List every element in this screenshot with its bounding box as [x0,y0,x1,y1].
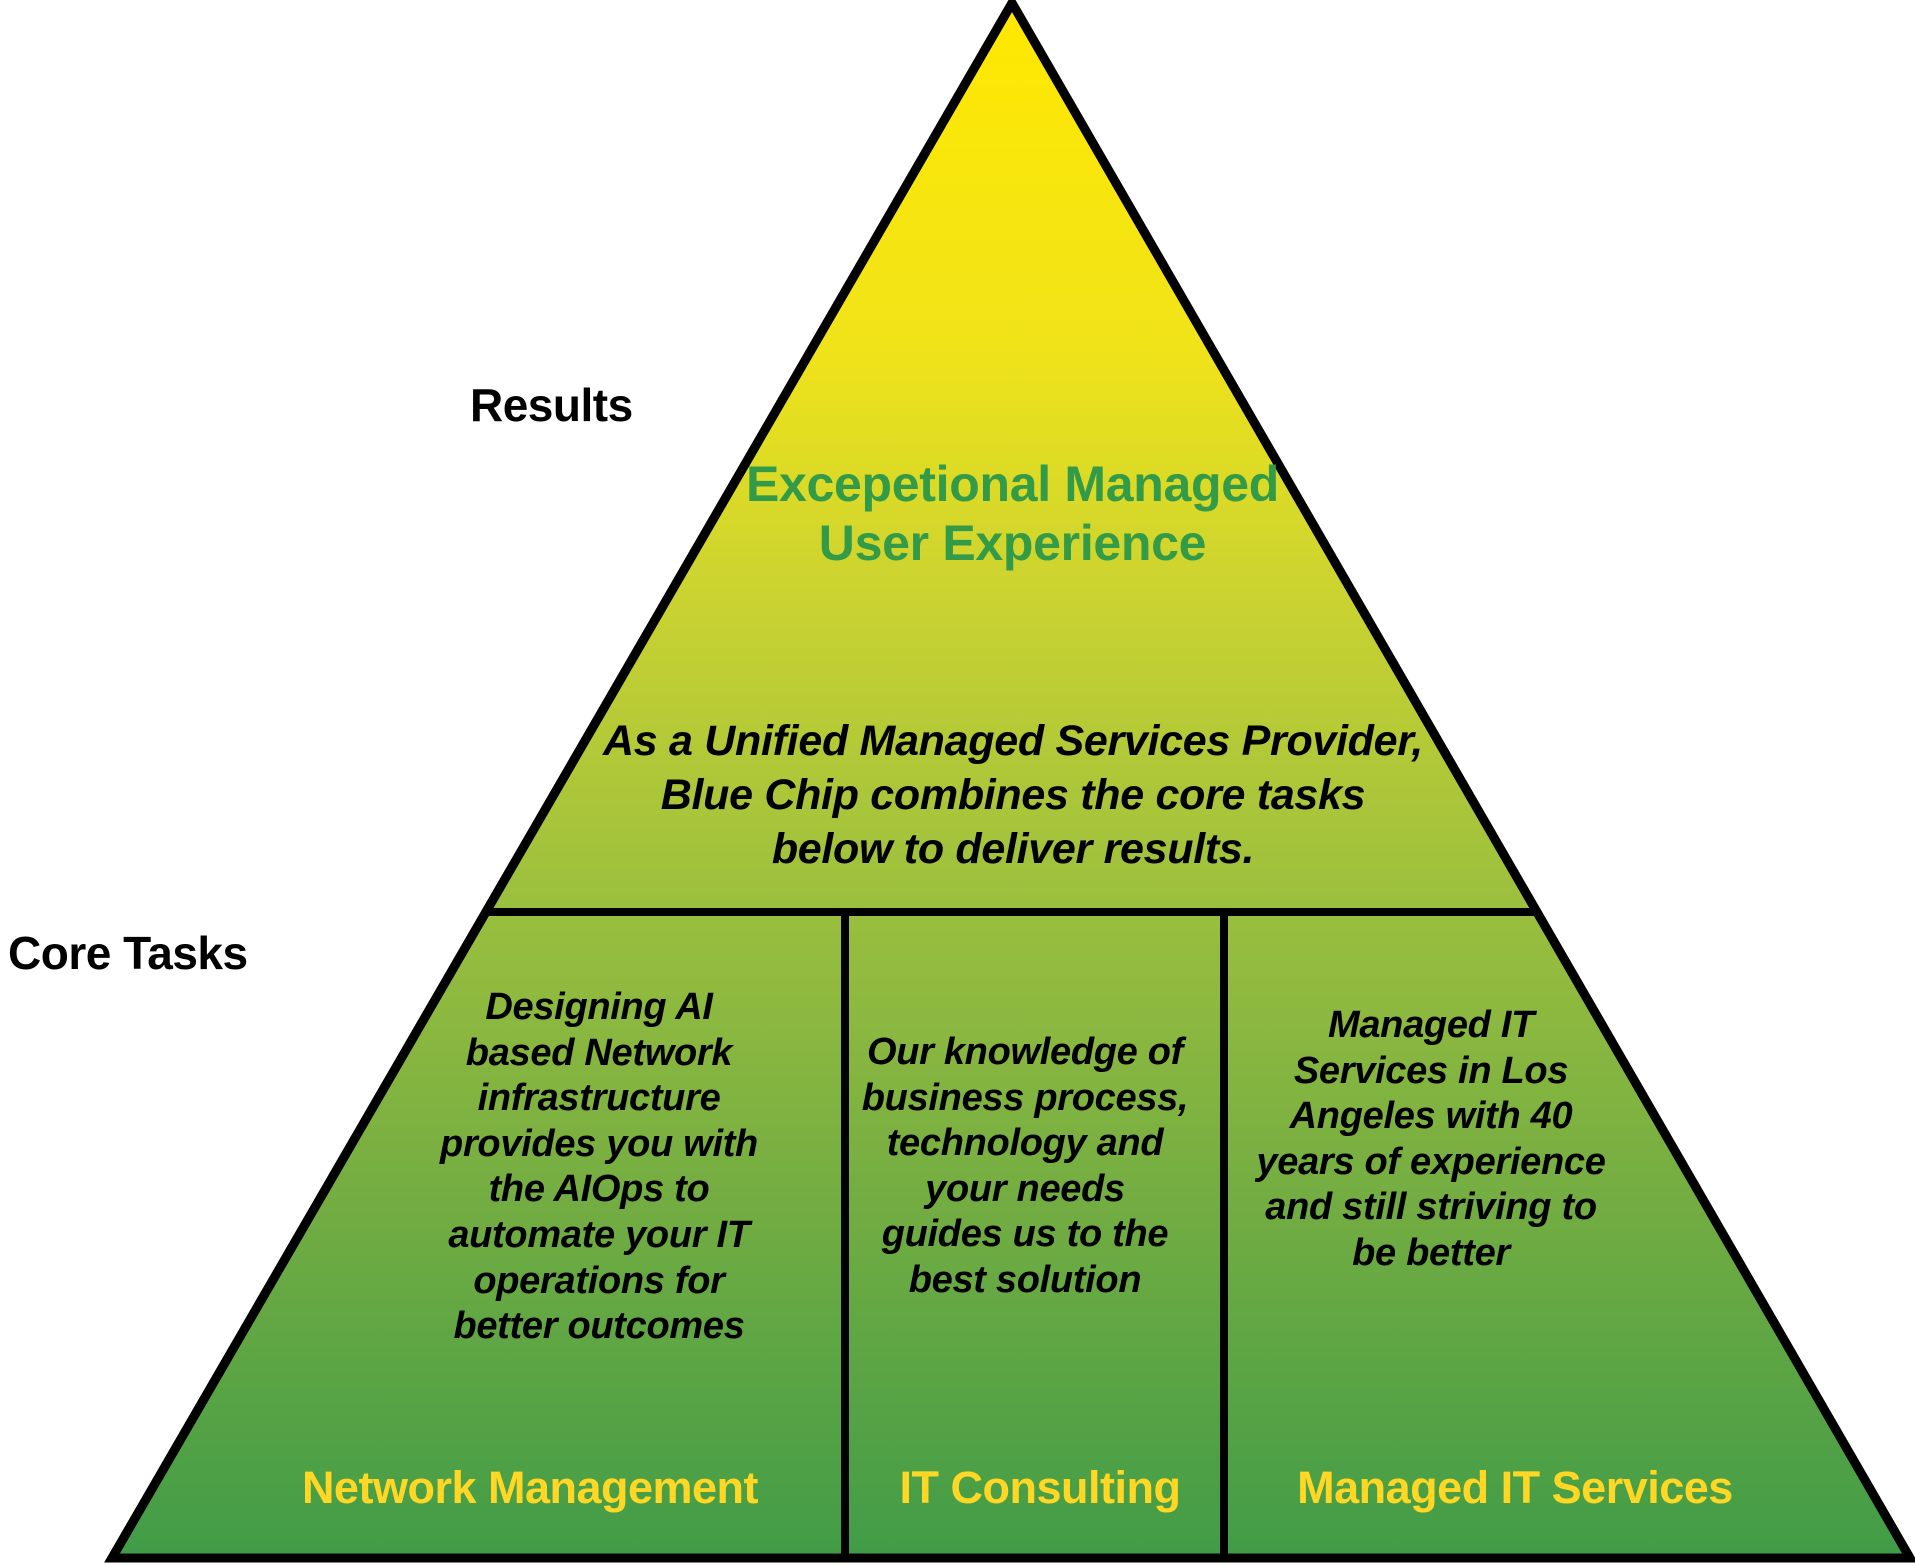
apex-heading: Excepetional Managed User Experience [640,455,1385,572]
apex-heading-line-1: Excepetional Managed [745,456,1280,512]
column-footer-managed-it-services: Managed IT Services [1297,1462,1733,1513]
tier-label-core-tasks: Core Tasks [8,927,248,979]
apex-heading-line-2: User Experience [818,514,1207,571]
column-body-managed-it-services: Managed IT Services in Los Angeles with … [1256,1004,1606,1274]
column-footer-network-management: Network Management [301,1462,759,1513]
tier-label-results: Results [470,379,633,431]
column-body-it-consulting: Our knowledge of business process, techn… [861,1031,1189,1301]
intro-paragraph: As a Unified Managed Services Provider, … [603,717,1423,873]
pyramid-outline [104,0,1915,1563]
column-body-network-management: Designing AI based Network infrastructur… [440,986,758,1348]
column-footer-it-consulting: IT Consulting [899,1462,1181,1513]
